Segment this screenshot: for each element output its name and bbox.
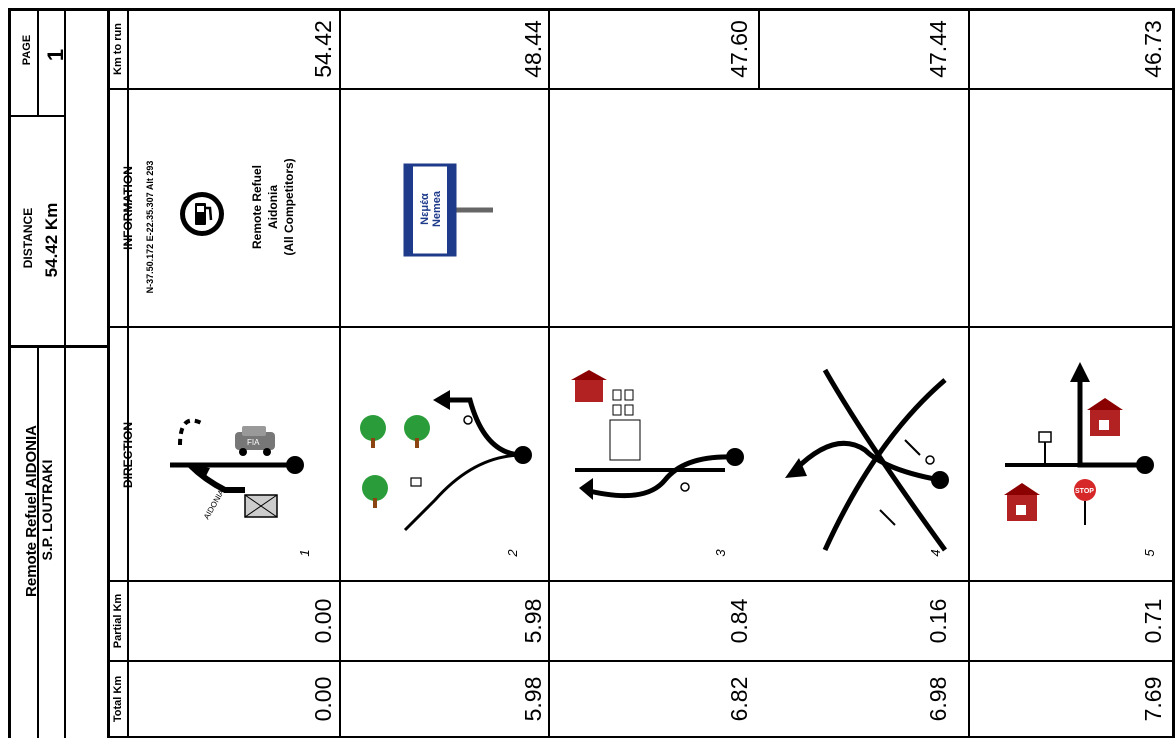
tulip-diagram-1: FIA AIDONIA xyxy=(170,418,304,521)
nemea-road-sign-icon xyxy=(403,163,493,257)
cemetery-icon xyxy=(609,389,641,461)
total-km-value: 7.69 xyxy=(1140,676,1166,722)
total-km-value: 6.98 xyxy=(925,676,951,722)
info-text-line: Remote Refuel xyxy=(250,164,264,250)
column-header-direction: DIRECTION xyxy=(121,422,135,488)
partial-km-value: 0.16 xyxy=(925,598,951,644)
tree-icon xyxy=(360,415,430,508)
lamp-post-icon xyxy=(1038,431,1052,465)
partial-km-value: 0.84 xyxy=(726,598,752,644)
row-3-4-divider-top xyxy=(758,8,760,88)
distance-value: 54.42 Km xyxy=(42,202,61,278)
fuel-pump-icon xyxy=(180,192,224,236)
car-icon xyxy=(235,426,275,456)
tulip-diagram-3 xyxy=(571,370,744,500)
row-number: 2 xyxy=(505,549,520,557)
info-coordinates: N-37.50.172 E-22.35.307 Alt 293 xyxy=(145,160,155,294)
km-to-run-value: 54.42 xyxy=(310,20,336,78)
total-km-value: 0.00 xyxy=(310,676,336,722)
roadbook-subtitle: S.P. LOUTRAKI xyxy=(39,459,55,561)
page-value: 1 xyxy=(43,48,68,62)
total-km-value: 5.98 xyxy=(520,676,546,722)
distance-label: DISTANCE xyxy=(21,207,35,269)
km-to-run-value: 46.73 xyxy=(1140,20,1166,78)
road-sign-icon xyxy=(244,494,278,518)
info-text-line: Aidonia xyxy=(266,185,280,229)
aidonia-sign-label: AIDONIA xyxy=(202,487,227,521)
info-text-line: (All Competitors) xyxy=(282,158,296,256)
total-km-value: 6.82 xyxy=(726,676,752,722)
km-to-run-value: 47.44 xyxy=(925,20,951,78)
house-icon xyxy=(1087,398,1123,436)
tulip-diagram-5: STOP xyxy=(1004,362,1154,525)
small-sign-icon xyxy=(410,477,422,487)
tulip-diagram-2 xyxy=(360,390,532,532)
column-header-km-to-run: Km to run xyxy=(112,23,124,75)
km-to-run-value: 47.60 xyxy=(726,20,752,78)
partial-km-value: 0.00 xyxy=(310,598,336,644)
nemea-sign-text: Nemea xyxy=(431,190,443,228)
house-icon xyxy=(1004,483,1040,521)
page-label: PAGE xyxy=(21,34,33,66)
stop-sign-icon xyxy=(1074,479,1096,525)
stop-sign-label: STOP xyxy=(1075,488,1094,495)
partial-km-value: 0.71 xyxy=(1140,598,1166,644)
fia-label: FIA xyxy=(247,438,260,447)
column-header-total-km: Total Km xyxy=(112,675,124,723)
column-header-information: INFORMATION xyxy=(121,166,135,250)
tulip-diagram-4 xyxy=(785,368,949,552)
house-icon xyxy=(571,370,607,402)
column-header-partial-km: Partial Km xyxy=(112,593,124,649)
km-to-run-value: 48.44 xyxy=(520,20,546,78)
partial-km-value: 5.98 xyxy=(520,598,546,644)
